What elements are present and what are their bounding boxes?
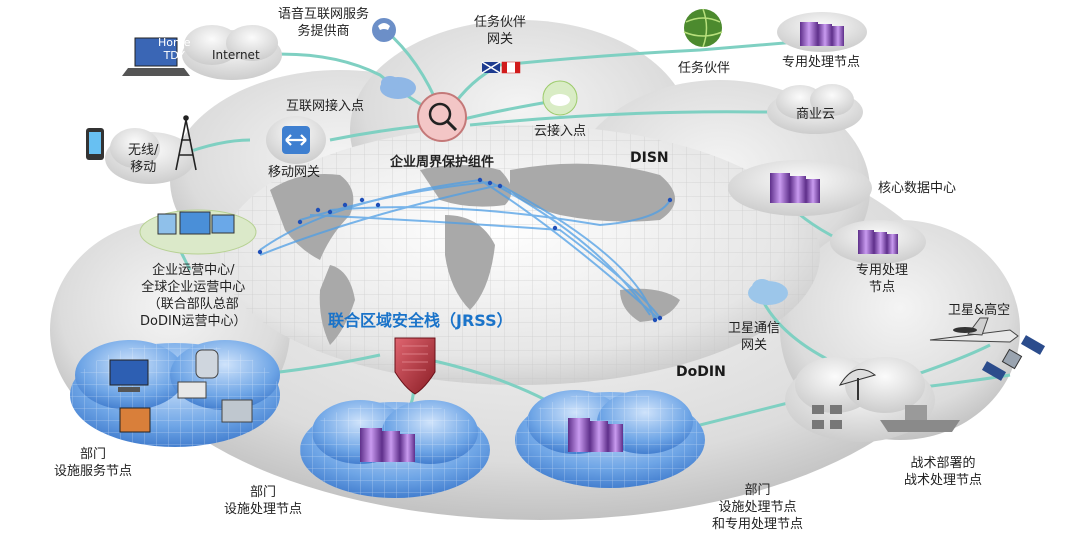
arrows-icon (266, 116, 326, 164)
wireless-mobile-label: 无线/ 移动 (128, 143, 159, 175)
jrss-label: 联合区域安全栈（JRSS） (328, 311, 513, 330)
satellite-dish-icon (838, 368, 877, 400)
phone-icon (86, 128, 104, 160)
cloud-access-point-label: 云接入点 (534, 124, 587, 139)
access-point-cloud (380, 76, 416, 99)
dedicated-node-top-label: 专用处理节点 (782, 55, 861, 70)
mobile-gateway-label: 移动网关 (268, 165, 321, 180)
satellite-gateway-cloud (748, 279, 788, 305)
ship-icon (880, 405, 960, 432)
dept-service-node-label: 部门 设施服务节点 (54, 447, 133, 479)
laptop-icon (122, 37, 190, 76)
tower-icon (175, 115, 197, 171)
dedicated-node-right-label: 专用处理 节点 (856, 263, 909, 295)
dept-processing-node-label: 部门 设施处理节点 (224, 485, 303, 517)
blue-cloud-left (70, 340, 280, 447)
server-rack-icon (800, 22, 844, 46)
satellite-gateway-label: 卫星通信 网关 (728, 321, 781, 353)
phone-globe-icon (372, 18, 396, 42)
enterprise-ops-center-label: 企业运营中心/ 全球企业运营中心 （联合部队总部 DoDIN运营中心） (140, 263, 247, 329)
commercial-cloud-label: 商业云 (796, 107, 836, 122)
core-data-center-label: 核心数据中心 (878, 181, 957, 196)
disn-label: DISN (630, 150, 669, 166)
tactical-pc-icon (812, 405, 842, 429)
cloud-access-icon (542, 80, 578, 116)
wireless-cloud (105, 128, 195, 184)
satellite-icon (981, 335, 1046, 381)
satellite-high-alt-label: 卫星&高空 (948, 303, 1011, 318)
internet-label: Internet (212, 48, 260, 62)
server-rack-icon (360, 428, 415, 462)
tactical-node-label: 战术部署的 战术处理节点 (904, 456, 983, 488)
home-tdy-label: Home TDY (158, 36, 191, 62)
server-rack-icon (858, 230, 898, 254)
mission-partner-gateway-label: 任务伙伴 网关 (474, 15, 527, 47)
magnifier-icon (417, 92, 467, 142)
mission-partner-label: 任务伙伴 (678, 61, 731, 76)
shield-icon (394, 337, 436, 395)
partner-globe-icon (683, 8, 723, 48)
voice-isp-label: 语音互联网服务 务提供商 (278, 7, 370, 39)
dept-processing-special-label: 部门 设施处理节点 和专用处理节点 (712, 483, 804, 532)
server-rack-icon (770, 173, 820, 203)
flags-icon (481, 61, 521, 74)
internet-cloud (182, 25, 282, 80)
workstation-icon (109, 349, 253, 433)
dodin-label: DoDIN (676, 364, 726, 380)
server-rack-icon (568, 418, 623, 452)
monitor-icon (157, 211, 235, 235)
route-dots (257, 177, 673, 323)
commercial-cloud-shape (767, 84, 863, 134)
enterprise-perimeter-label: 企业周界保护组件 (390, 155, 495, 170)
internet-access-point-label: 互联网接入点 (286, 99, 365, 114)
airplane-icon (929, 317, 1019, 343)
